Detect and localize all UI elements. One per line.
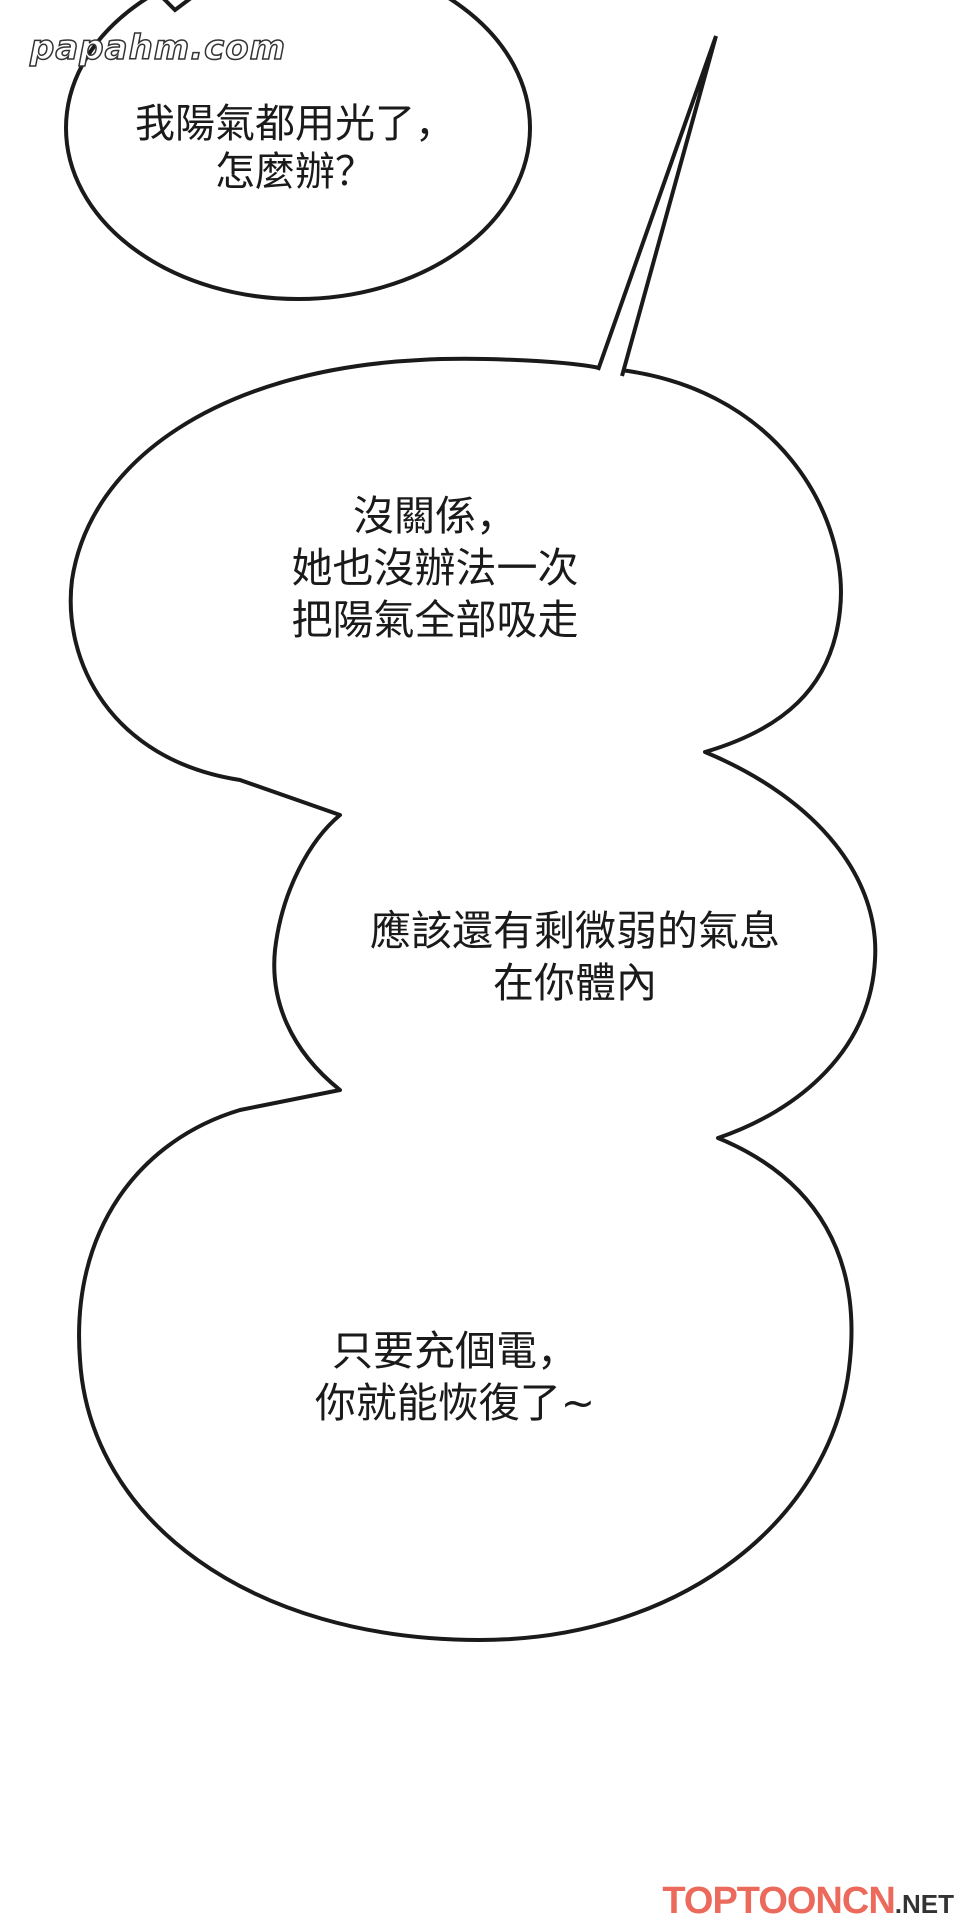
bubble-text-4: 只要充個電， 你就能恢復了~ [314,1327,596,1427]
speech-bubble-large-tail [596,35,718,377]
speech-bubble-large [68,356,878,1642]
speech-bubble-top-tail [162,0,192,13]
footer-logo[interactable]: TOPTOONCN .NET [662,1880,954,1923]
footer-logo-brand: TOPTOONCN [662,1880,895,1922]
footer-logo-suffix: .NET [894,1889,954,1919]
site-watermark: papahm.com [29,27,287,69]
bubble-text-3: 應該還有剩微弱的氣息 在你體內 [370,907,780,1007]
bubble-text-2: 沒關係， 她也沒辦法一次 把陽氣全部吸走 [291,492,579,644]
speech-bubble-top [64,0,532,301]
bubble-text-1: 我陽氣都用光了， 怎麼辦？ [135,101,455,195]
tail-seam-cover [601,374,619,392]
